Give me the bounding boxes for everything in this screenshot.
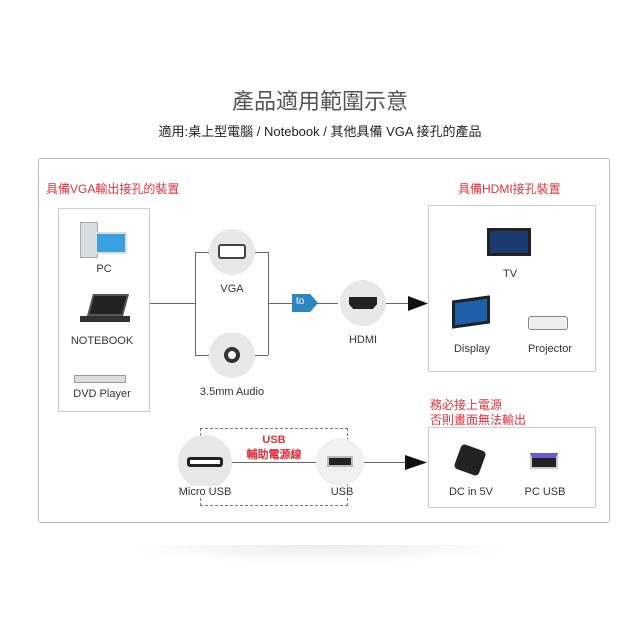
usb-label: USB — [330, 486, 354, 498]
power-warning-2: 否則畫面無法輸出 — [430, 413, 527, 427]
usb-cable-label-1: USB — [260, 434, 288, 446]
micro-usb-label: Micro USB — [178, 486, 232, 498]
notebook-icon — [87, 294, 129, 316]
left-heading: 具備VGA輸出接孔的裝置 — [46, 182, 180, 196]
dvd-player-label: DVD Player — [73, 388, 131, 400]
pc-usb-port-icon — [530, 453, 558, 469]
connector-line — [150, 303, 195, 304]
connector-line — [228, 462, 318, 463]
projector-label: Projector — [527, 343, 573, 355]
hdmi-label: HDMI — [348, 334, 378, 346]
hdmi-port-icon — [349, 297, 377, 309]
usb-cable-label-2: 輔助電源線 — [244, 446, 304, 462]
shadow — [120, 545, 520, 565]
display-label: Display — [453, 343, 491, 355]
tv-icon — [487, 228, 531, 256]
to-label: to — [296, 296, 305, 307]
pc-monitor-icon — [95, 232, 127, 254]
usb-port-icon — [327, 456, 353, 467]
audio-jack-icon — [224, 347, 240, 363]
micro-usb-icon — [187, 457, 223, 467]
connector-line — [364, 462, 409, 463]
audio-label: 3.5mm Audio — [199, 386, 265, 398]
projector-icon — [528, 316, 568, 330]
display-icon — [452, 295, 490, 329]
page-subtitle: 適用:桌上型電腦 / Notebook / 其他具備 VGA 接孔的產品 — [158, 124, 482, 139]
connector-line — [386, 303, 410, 304]
dc-in-label: DC in 5V — [448, 486, 494, 498]
notebook-label: NOTEBOOK — [70, 335, 134, 347]
connector-line — [195, 252, 196, 355]
dvd-player-icon — [74, 375, 126, 383]
page-title: 產品適用範圍示意 — [231, 89, 409, 114]
vga-port-icon — [218, 244, 246, 259]
right-heading: 具備HDMI接孔裝置 — [458, 182, 561, 196]
pc-label: PC — [96, 263, 112, 275]
vga-label: VGA — [220, 283, 244, 295]
power-warning-1: 務必接上電源 — [430, 398, 503, 412]
pc-usb-label: PC USB — [524, 486, 566, 498]
tv-label: TV — [502, 268, 518, 280]
notebook-base — [80, 316, 130, 322]
to-arrow-icon — [292, 294, 318, 312]
